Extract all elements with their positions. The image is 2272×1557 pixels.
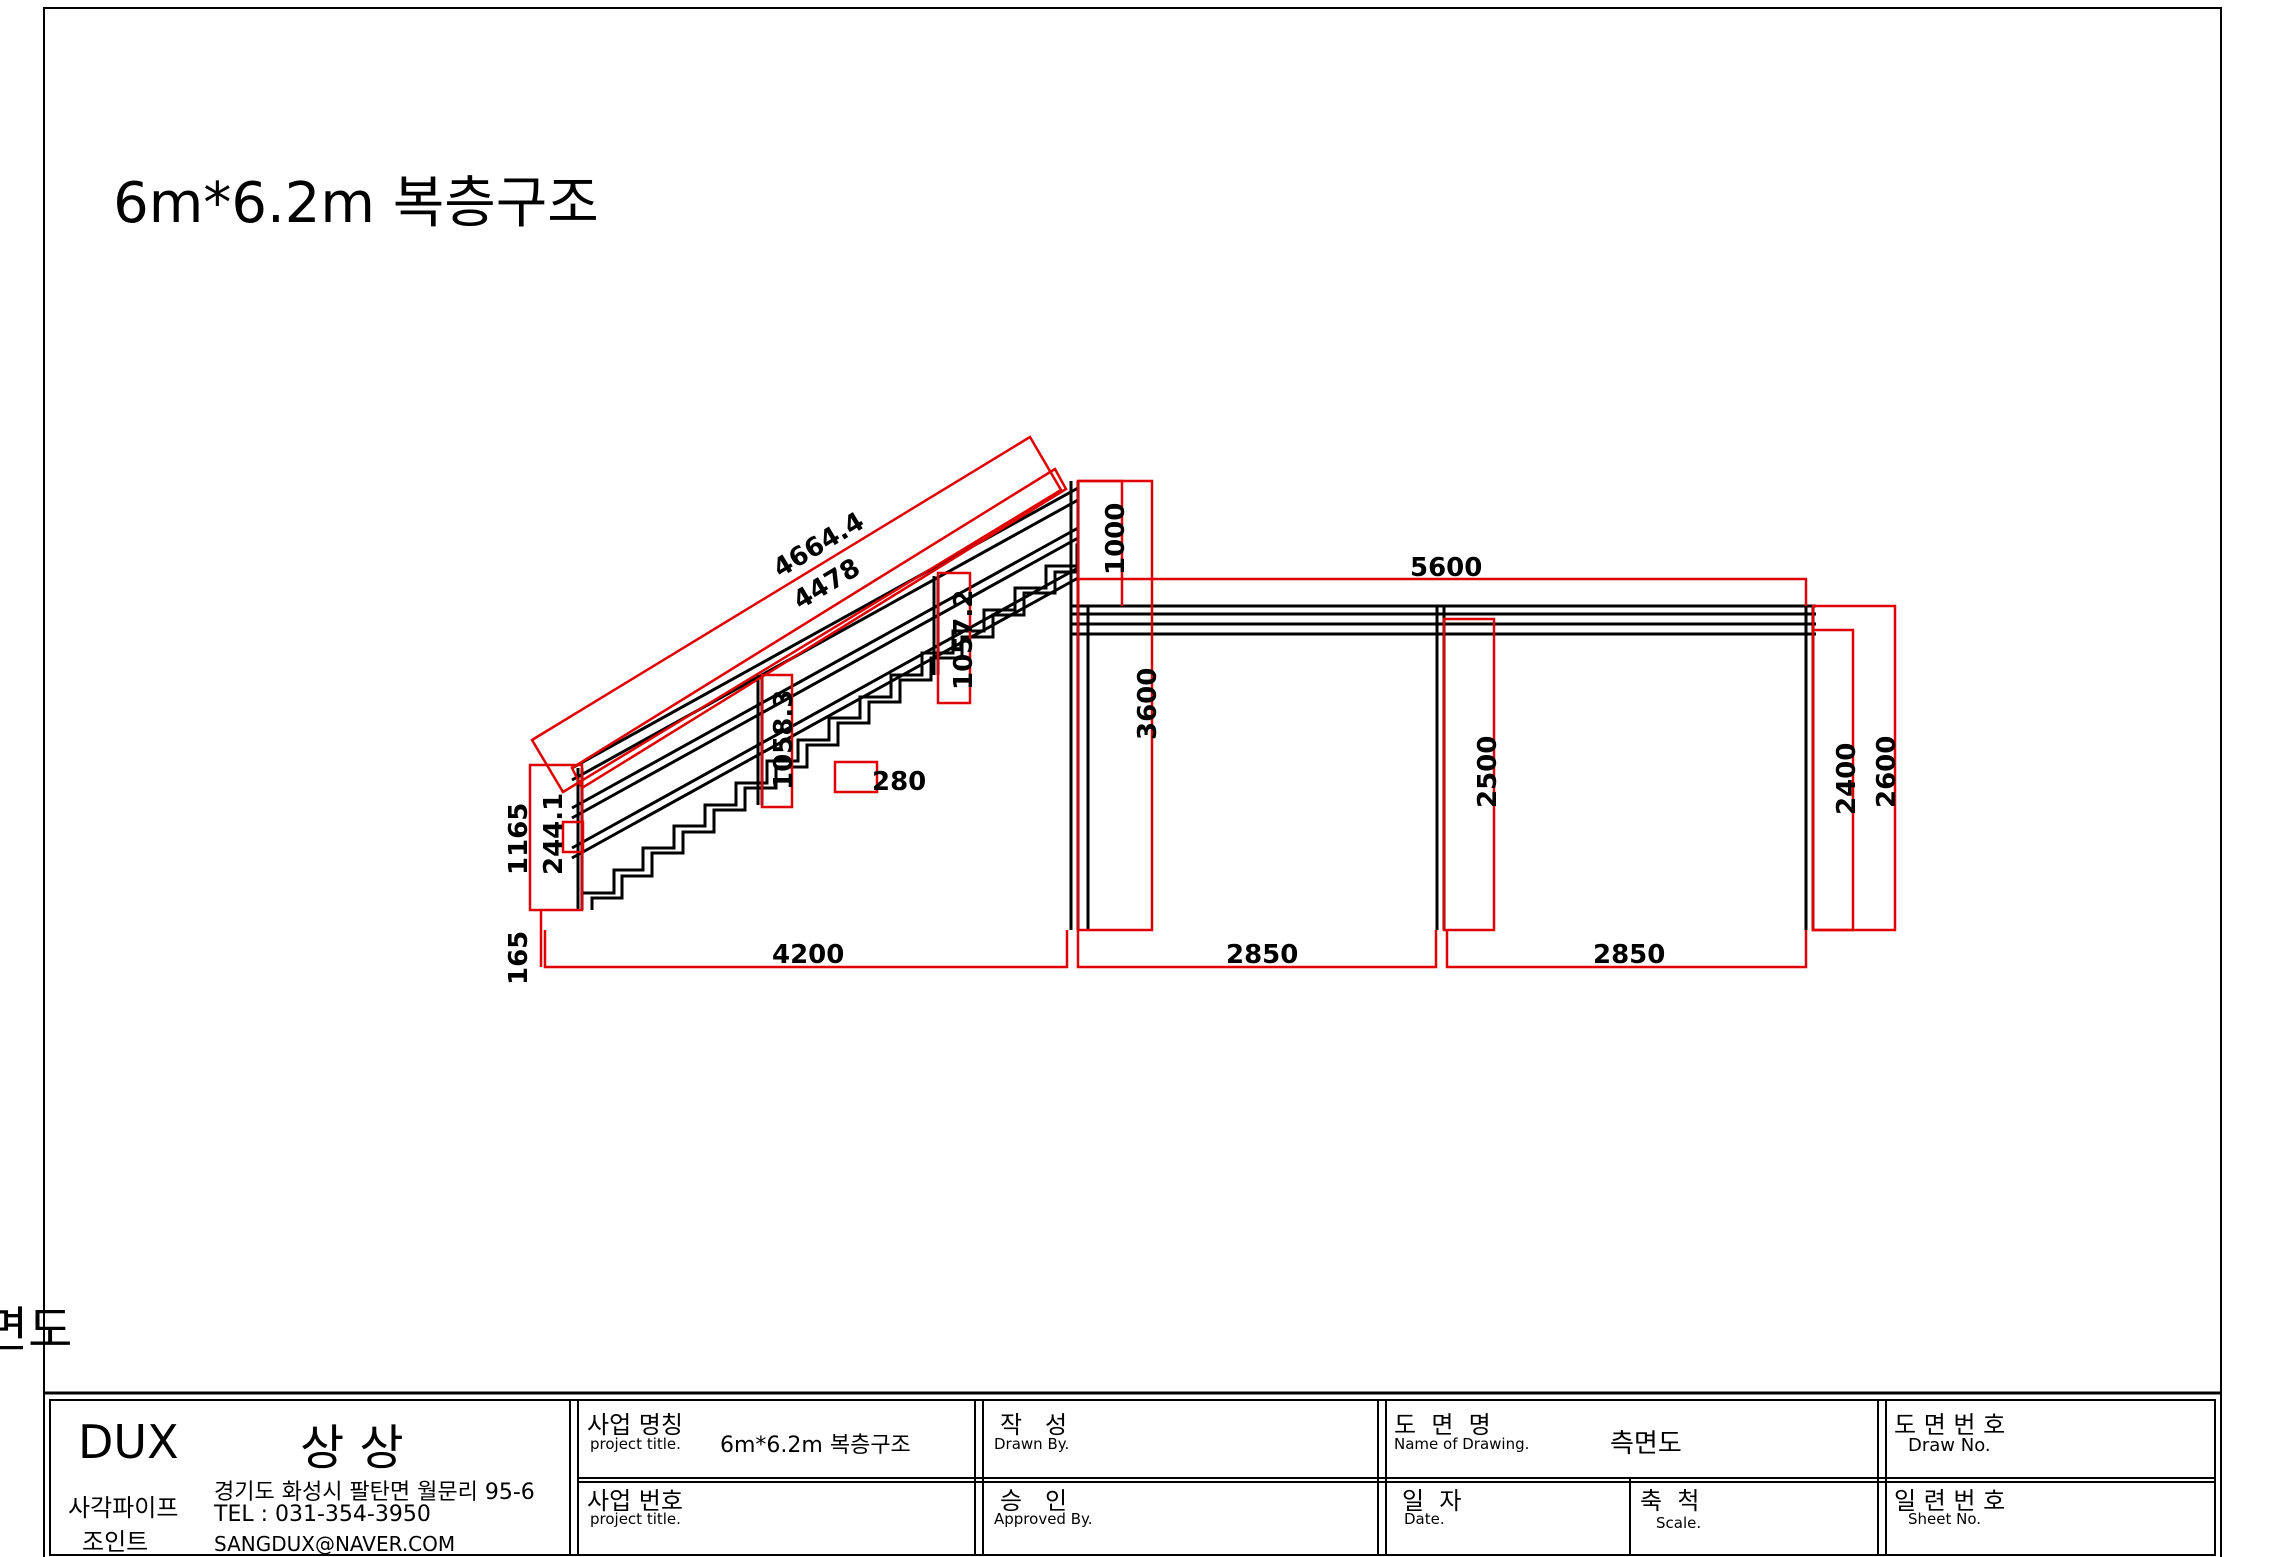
company-brand: DUX [78, 1415, 179, 1469]
company-sub-2: 조인트 [82, 1528, 149, 1556]
dim-box-1165 [528, 763, 584, 912]
sheet-no-label: 일 련 번 호 [1894, 1487, 2006, 1515]
dim-box-1057 [936, 571, 972, 705]
label-3600: 3600 [1133, 668, 1163, 740]
project-name-label: 사업 명칭 [587, 1411, 683, 1439]
view-caption: 측면도 [0, 1302, 73, 1358]
company-name: 상 상 [300, 1420, 404, 1476]
draw-no-label: 도 면 번 호 [1894, 1411, 2006, 1439]
scale-label: 축 척 [1640, 1487, 1700, 1515]
company-address: 경기도 화성시 팔탄면 월문리 95-6 [214, 1480, 535, 1505]
dim-5600 [1076, 577, 1808, 606]
dim-2600 [1811, 604, 1897, 932]
drawing-name-sub: Name of Drawing. [1394, 1435, 1530, 1453]
project-no-label: 사업 번호 [587, 1487, 683, 1515]
dimension-labels: 4664.4 4478 1057.2 1058.3 244.1 1165 165… [504, 503, 1902, 985]
label-1000: 1000 [1101, 503, 1131, 575]
company-email: SANGDUX@NAVER.COM [214, 1532, 456, 1556]
label-4200: 4200 [772, 940, 844, 970]
project-no-sub: project title. [590, 1510, 681, 1528]
dim-2500 [1442, 617, 1496, 932]
date-sub: Date. [1404, 1510, 1445, 1528]
label-1058: 1058.3 [769, 690, 799, 790]
dim-box-1058 [760, 673, 794, 809]
drawing-title: 6m*6.2m 복층구조 [113, 171, 599, 236]
drawn-sub: Drawn By. [994, 1435, 1070, 1453]
dim-3600 [1076, 479, 1154, 932]
label-280: 280 [872, 767, 926, 797]
project-name-value: 6m*6.2m 복층구조 [720, 1433, 911, 1458]
label-1057: 1057.2 [949, 590, 979, 690]
handrail-low [571, 566, 1079, 850]
dim-bay-2 [1445, 930, 1808, 969]
handrail-top-2 [571, 498, 1079, 782]
dimension-lines [528, 435, 1897, 969]
handrail-mid-2 [571, 536, 1079, 820]
label-2850-b: 2850 [1593, 940, 1665, 970]
drawing-frame [43, 7, 2222, 1557]
company-sub-1: 사각파이프 [68, 1494, 179, 1522]
handrail-mid [571, 526, 1079, 810]
date-label: 일 자 [1402, 1487, 1462, 1515]
drawn-label: 작 성 [1000, 1411, 1068, 1439]
label-2400: 2400 [1832, 743, 1862, 815]
drawing-name-label: 도 면 명 [1394, 1411, 1491, 1439]
dim-box-280 [833, 760, 879, 794]
label-5600: 5600 [1410, 553, 1482, 583]
approved-sub: Approved By. [994, 1510, 1093, 1528]
sheet-no-sub: Sheet No. [1908, 1510, 1982, 1528]
draw-no-sub: Draw No. [1908, 1435, 1991, 1456]
label-2500: 2500 [1473, 736, 1503, 808]
label-2600: 2600 [1872, 736, 1902, 808]
drawing-name-value: 측면도 [1610, 1429, 1682, 1459]
handrail-low-2 [571, 576, 1079, 860]
company-tel: TEL : 031-354-3950 [214, 1502, 431, 1527]
label-165: 165 [504, 931, 534, 985]
dim-rail-inner [570, 467, 1068, 790]
label-1165: 1165 [504, 803, 534, 875]
approved-label: 승 인 [1000, 1487, 1068, 1515]
stair-steps-inner [590, 570, 1077, 910]
label-244: 244.1 [539, 793, 569, 875]
scale-sub: Scale. [1656, 1514, 1702, 1532]
dim-run-4200 [543, 930, 1069, 969]
dim-rail-outer [530, 435, 1063, 794]
dim-bay-1 [1076, 930, 1438, 969]
title-block [43, 1391, 2222, 1556]
label-2850-a: 2850 [1226, 940, 1298, 970]
project-name-sub: project title. [590, 1435, 681, 1453]
